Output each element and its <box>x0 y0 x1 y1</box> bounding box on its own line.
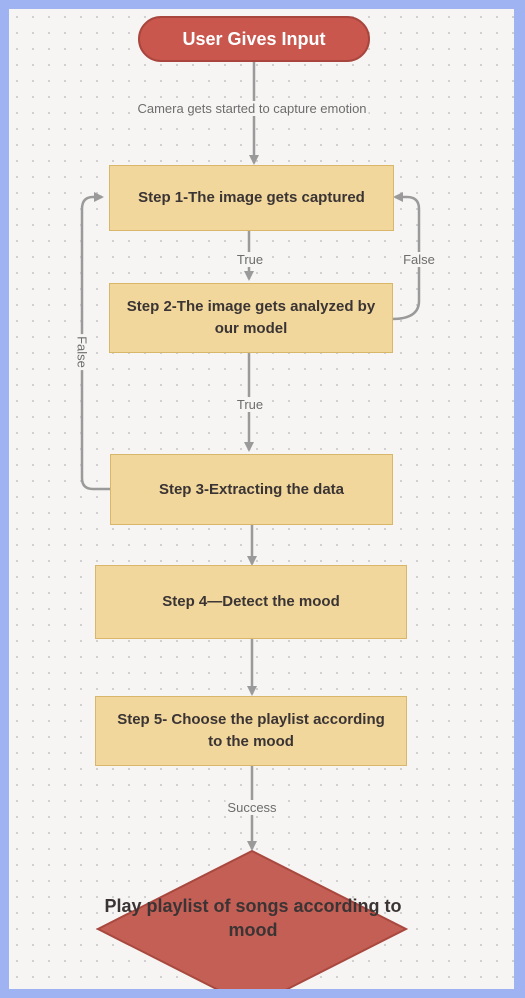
step2-node: Step 2-The image gets analyzed by our mo… <box>109 283 393 353</box>
edge-label-success: Success <box>225 800 279 815</box>
flowchart-canvas: User Gives Input Camera gets started to … <box>9 9 514 989</box>
end-node-label: Play playlist of songs according to mood <box>104 896 402 940</box>
step4-node: Step 4—Detect the mood <box>95 565 407 639</box>
edge-label-true-1: True <box>234 252 266 267</box>
edge-label-camera: Camera gets started to capture emotion <box>135 101 369 116</box>
start-terminal: User Gives Input <box>138 16 370 62</box>
edge-label-false-right: False <box>401 252 437 267</box>
step1-node: Step 1-The image gets captured <box>109 165 394 231</box>
step5-node: Step 5- Choose the playlist according to… <box>95 696 407 766</box>
edge-label-false-left: False <box>74 334 90 370</box>
end-decision-diamond <box>95 849 409 989</box>
edge-label-true-2: True <box>234 397 266 412</box>
step3-node: Step 3-Extracting the data <box>110 454 393 525</box>
arrow-false-step2-to-step1 <box>391 192 421 321</box>
